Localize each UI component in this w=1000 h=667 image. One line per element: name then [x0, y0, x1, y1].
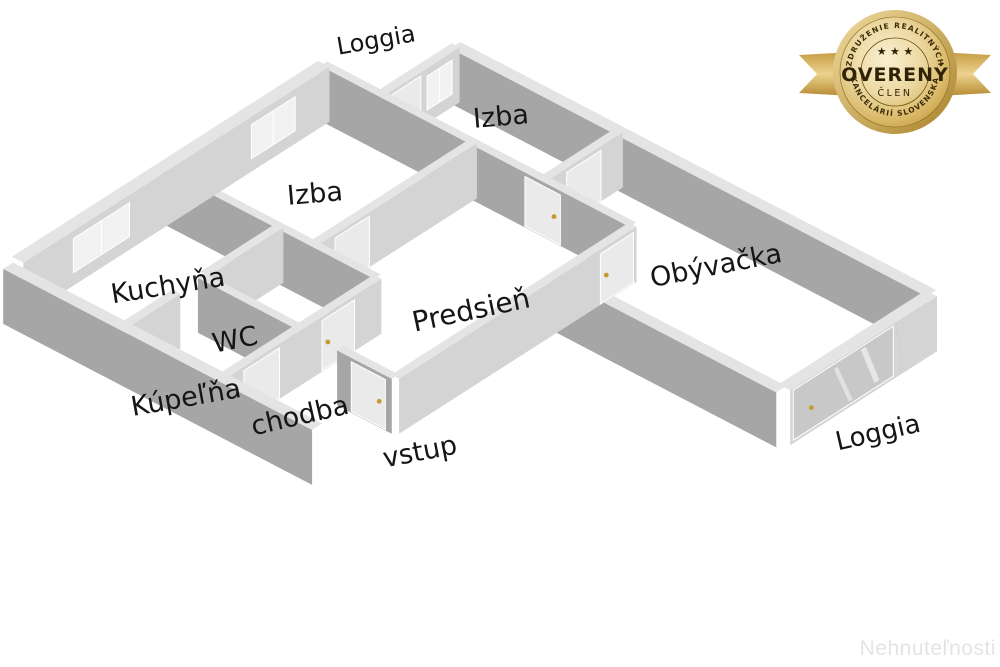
door-handle-icon	[603, 272, 609, 278]
wall-outer-bottom	[3, 262, 323, 485]
badge-subtitle: ČLEN	[877, 87, 912, 99]
wall-predsien-top	[469, 139, 637, 282]
wall-outer-top	[450, 42, 937, 352]
wall-outer-right	[885, 290, 937, 378]
wall-loggia-glass	[778, 316, 897, 446]
door-handle-icon	[551, 214, 557, 220]
wall-vstup	[337, 346, 399, 434]
door-handle-icon	[325, 339, 331, 345]
room-label-izba-left: Izba	[285, 176, 345, 212]
watermark: Nehnuteľnosti	[859, 637, 996, 660]
badge-inner-ring	[860, 37, 930, 107]
wall-predsien-right	[391, 222, 637, 434]
wall-obyvacka-bottom	[552, 269, 787, 448]
door-handle-icon	[376, 398, 382, 404]
badge-face	[839, 16, 951, 128]
room-label-izba-right: Izba	[471, 99, 531, 135]
door-handle-icon	[808, 405, 814, 410]
certification-badge: ZDRUŽENIE REALITNÝCH KANCELÁRIÍ SLOVENSK…	[793, 2, 997, 142]
wall-outer-left	[11, 60, 330, 318]
badge-stars: ★ ★ ★	[877, 45, 914, 58]
badge-medal-icon: ZDRUŽENIE REALITNÝCH KANCELÁRIÍ SLOVENSK…	[799, 10, 991, 134]
badge-title: OVERENÝ	[841, 62, 949, 86]
